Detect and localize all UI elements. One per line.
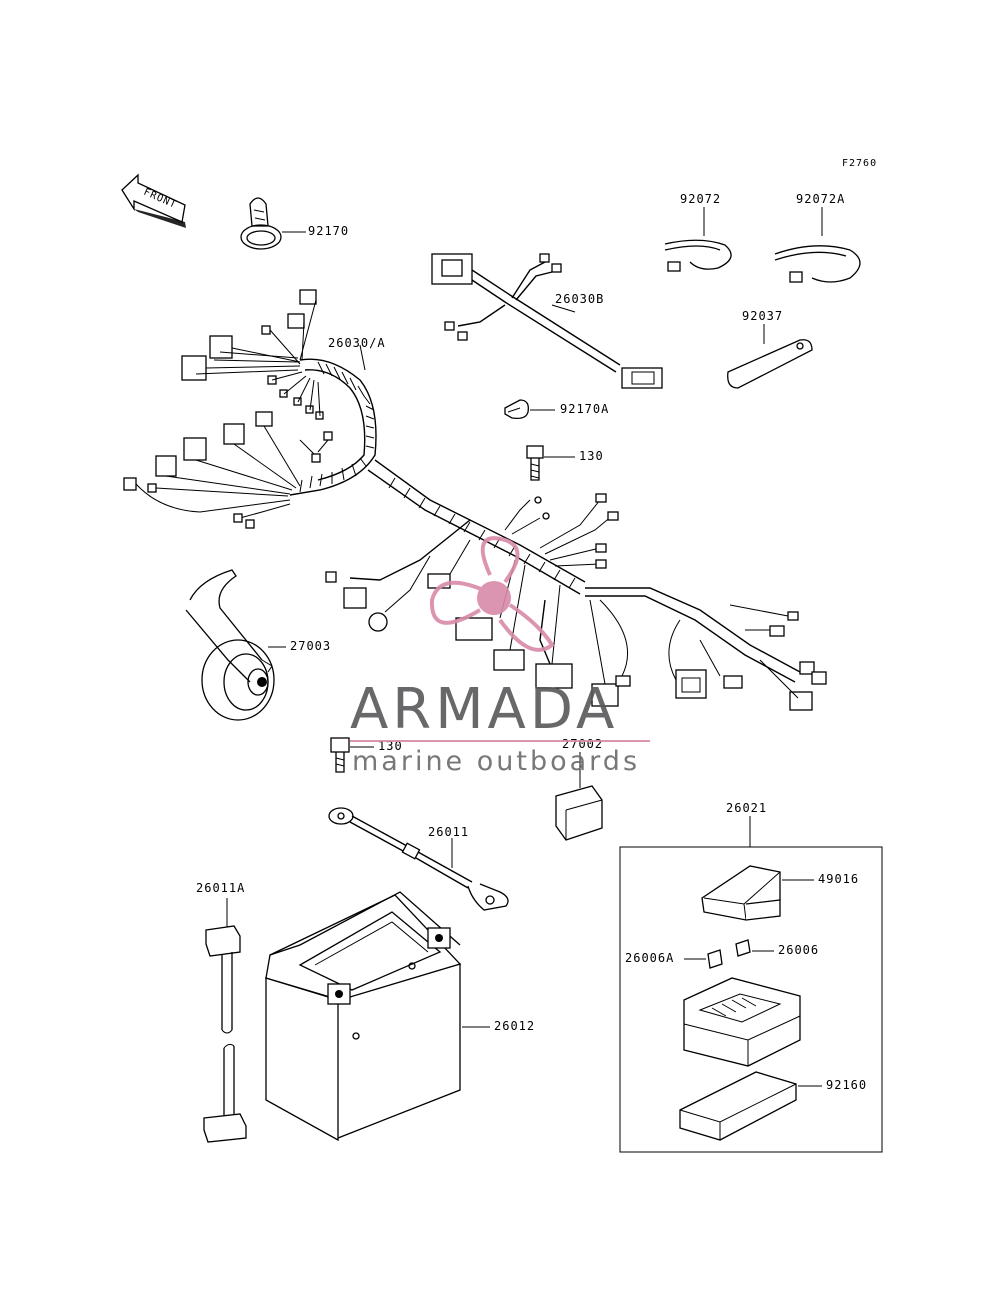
part-label-26030B: 26030B <box>555 292 604 306</box>
front-arrow-icon: FRONT <box>121 173 186 228</box>
cable-26011 <box>328 807 509 911</box>
fuse-box-group-frame <box>619 846 883 1153</box>
fuse-26006 <box>735 939 751 957</box>
watermark-subtitle: marine outboards <box>352 746 640 777</box>
part-label-26030A: 26030/A <box>328 336 386 350</box>
part-label-92170: 92170 <box>308 224 349 238</box>
part-label-26012: 26012 <box>494 1019 535 1033</box>
bolt-130-bottom <box>330 737 350 773</box>
fuse-box-cover-92160 <box>679 1071 797 1141</box>
part-label-26006: 26006 <box>778 943 819 957</box>
part-label-27003: 27003 <box>290 639 331 653</box>
main-harness-26030A <box>123 289 827 711</box>
cable-26011A <box>203 898 247 1143</box>
fuse-26006A <box>707 949 723 969</box>
strap-92037 <box>727 324 813 389</box>
cable-tie-92072 <box>664 207 732 272</box>
part-label-26011: 26011 <box>428 825 469 839</box>
part-label-26011A: 26011A <box>196 881 245 895</box>
fuse-box-cover-49016 <box>701 865 781 921</box>
part-label-92170A: 92170A <box>560 402 609 416</box>
fuse-box-body <box>683 977 801 1067</box>
propeller-icon <box>429 536 555 652</box>
part-label-92072: 92072 <box>680 192 721 206</box>
battery-26012 <box>265 891 462 1142</box>
bolt-130-top <box>526 445 544 481</box>
horn-27003 <box>185 569 275 721</box>
clip-92170A <box>504 399 529 420</box>
cable-tie-92072A <box>774 207 861 283</box>
part-label-26021: 26021 <box>726 801 767 815</box>
part-label-92072A: 92072A <box>796 192 845 206</box>
part-label-92037: 92037 <box>742 309 783 323</box>
clamp-92170 <box>240 197 282 250</box>
part-label-49016: 49016 <box>818 872 859 886</box>
armada-watermark-logo: ARMADA marine outboards <box>350 536 650 777</box>
part-label-92160: 92160 <box>826 1078 867 1092</box>
sub-harness-26030B <box>431 253 663 389</box>
part-label-26006A: 26006A <box>625 951 674 965</box>
part-label-130-bottom: 130 <box>378 739 403 753</box>
figure-code: F2760 <box>842 158 877 169</box>
relay-27002 <box>555 752 603 841</box>
part-label-130-top: 130 <box>579 449 604 463</box>
watermark-title: ARMADA <box>350 677 618 742</box>
